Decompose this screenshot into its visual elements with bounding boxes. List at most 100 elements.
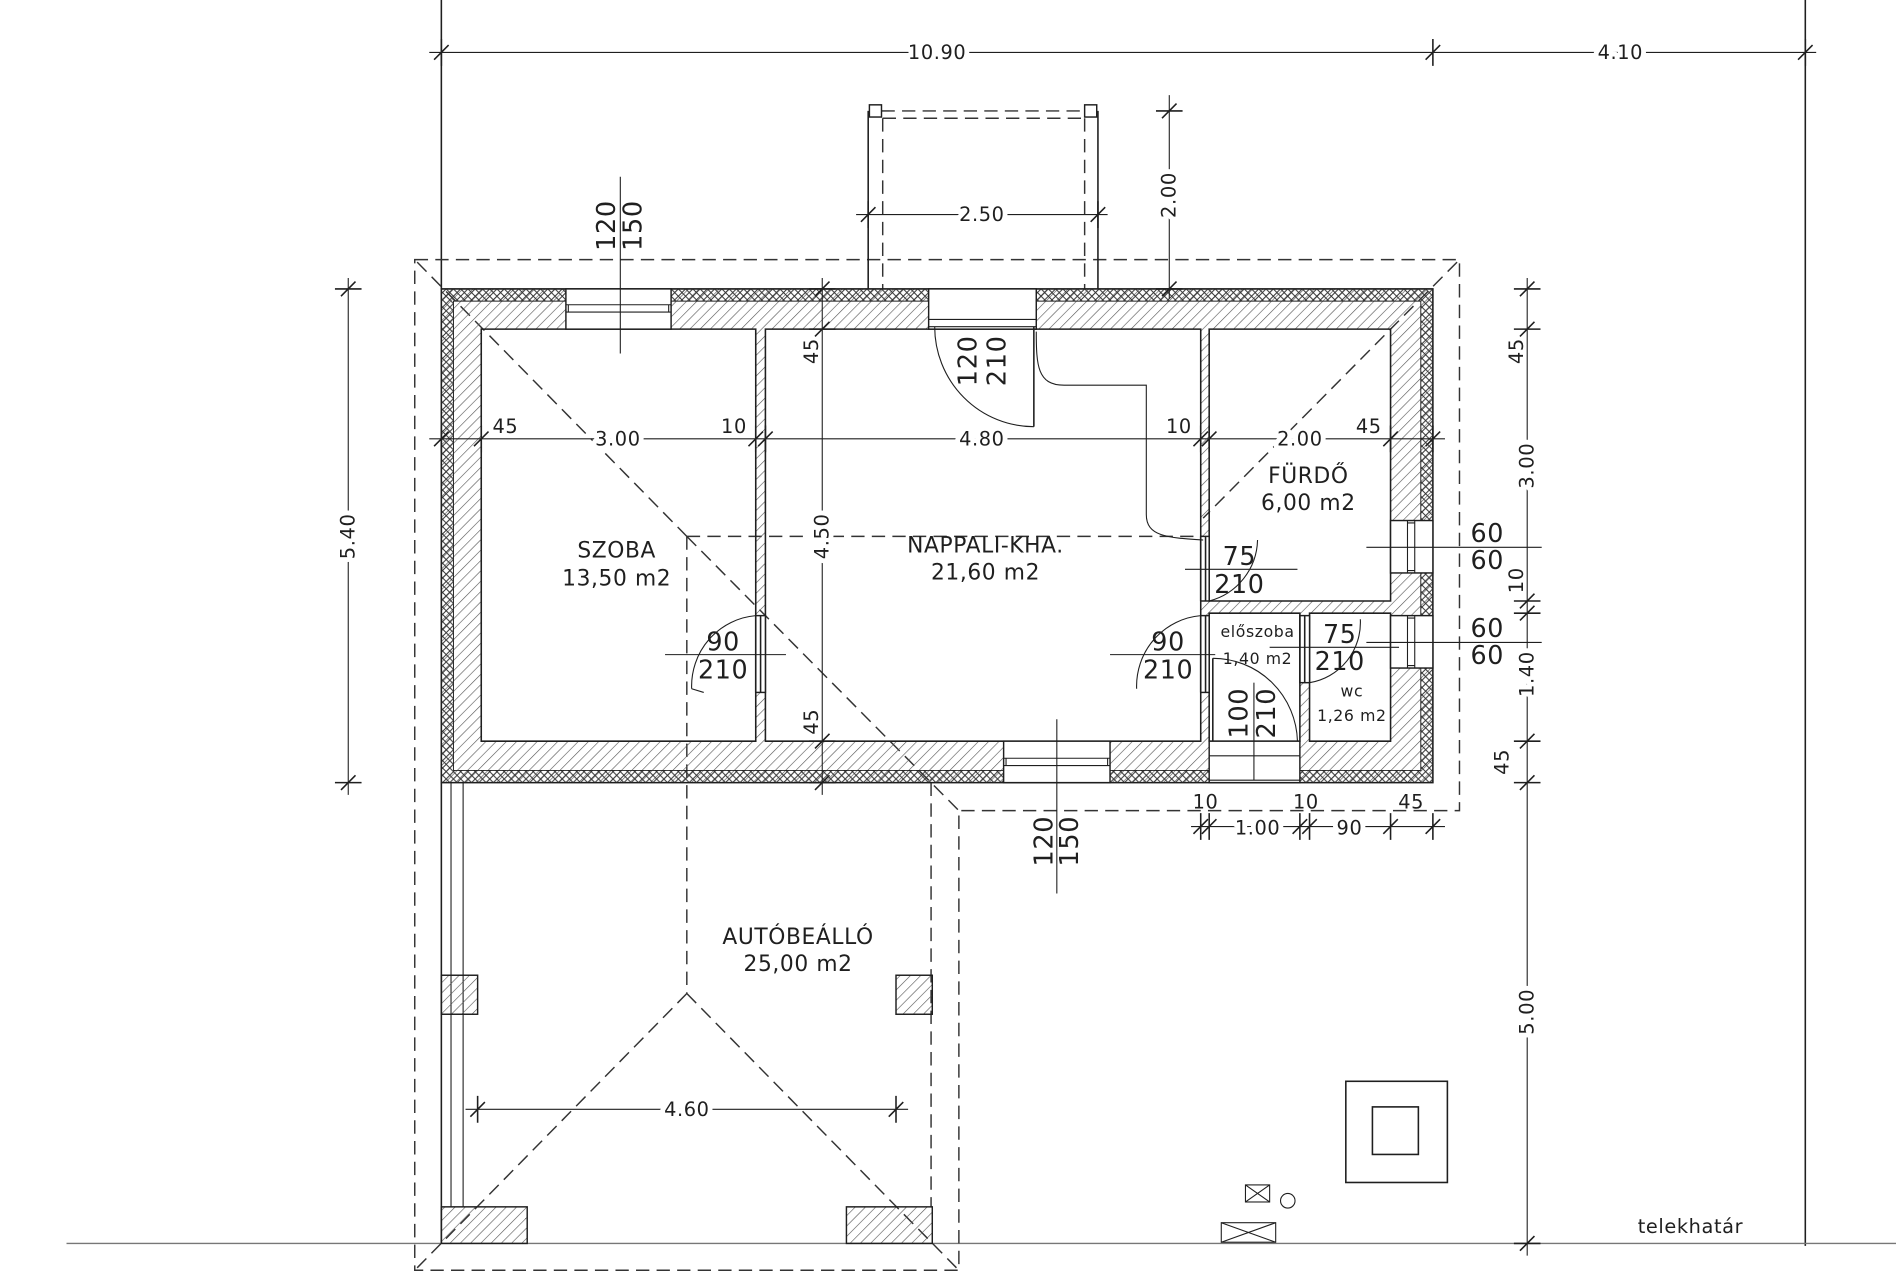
room-name-wc: wc	[1341, 682, 1364, 701]
door-main-width: 120	[954, 336, 984, 387]
dimension-tick	[1513, 593, 1541, 609]
window-wc-width: 60	[1471, 614, 1505, 644]
dim-row-item: 45	[1356, 415, 1382, 438]
dimension-tick	[433, 39, 450, 66]
opening-labels: 120 150 120 210 120 150 90 210 90 210 75…	[592, 200, 1505, 867]
dimension-tick	[808, 321, 836, 338]
dimension-tick	[1090, 201, 1106, 228]
door-wc	[1299, 614, 1361, 684]
door-main	[927, 288, 1037, 428]
dim-row-item: 2.00	[1277, 427, 1322, 450]
porch-post	[1083, 104, 1098, 118]
room-area-nappali: 21,60 m2	[931, 560, 1040, 585]
door-wc-height: 210	[1315, 647, 1365, 677]
door-eloszoba-height: 210	[1143, 655, 1193, 685]
dimension-tick	[473, 425, 490, 453]
room-name-eloszoba: előszoba	[1221, 622, 1295, 641]
door-eloszoba	[1136, 614, 1210, 694]
dimension-tick	[757, 425, 774, 453]
dim-nappali-vertical: 4.50	[811, 513, 834, 559]
dimension-tick	[1425, 813, 1441, 840]
door-entrance-width: 100	[1224, 688, 1254, 739]
door-furdo-width: 75	[1223, 542, 1257, 572]
dimension-lines	[334, 39, 1817, 1256]
insulation-band	[440, 288, 1434, 784]
room-name-furdo: FÜRDŐ	[1268, 463, 1348, 489]
door-wc-width: 75	[1323, 620, 1357, 650]
dim-top-house: 10.90	[908, 41, 966, 64]
carport-pillar	[440, 974, 479, 1015]
dim-right-vertical: 45	[1505, 338, 1528, 364]
dim-bottom-upper: 45	[1398, 791, 1424, 814]
porch	[867, 104, 1099, 289]
dim-right-vertical: 3.00	[1516, 443, 1539, 489]
dim-left-total: 5.40	[337, 513, 360, 559]
window-furdo	[1389, 519, 1434, 574]
dimension-tick	[1292, 813, 1308, 840]
dim-porch-width: 2.50	[959, 203, 1004, 226]
room-area-furdo: 6,00 m2	[1261, 491, 1356, 516]
fireplace-inner	[1371, 1106, 1420, 1156]
dimension-tick	[860, 201, 877, 228]
room-name-autobeallo: AUTÓBEÁLLÓ	[722, 924, 873, 950]
doors	[691, 288, 1361, 784]
dimension-tick	[1513, 733, 1541, 750]
room-area-szoba: 13,50 m2	[562, 566, 671, 591]
window-wc	[1389, 614, 1434, 669]
dimension-tick	[808, 733, 836, 750]
plot-boundary-label: telekhatár	[1638, 1215, 1743, 1238]
dimension-tick	[1192, 813, 1209, 840]
dimension-tick	[1425, 425, 1441, 453]
room-name-szoba: SZOBA	[577, 538, 656, 563]
dimension-tick	[888, 1095, 904, 1123]
dimension-tick	[1301, 813, 1318, 840]
porch-post	[868, 104, 883, 118]
dimension-tick	[747, 425, 764, 453]
dimension-tick	[334, 281, 362, 297]
dim-row-item: 10	[1166, 415, 1192, 438]
door-entrance	[1208, 657, 1301, 784]
door-eloszoba-width: 90	[1151, 627, 1185, 657]
dimension-tick	[1513, 605, 1541, 622]
window-szoba	[565, 288, 672, 330]
dim-bottom-lower: 90	[1337, 816, 1363, 839]
dimension-tick	[1201, 813, 1217, 840]
carport-pillar	[440, 1206, 528, 1245]
dimension-tick	[1192, 425, 1209, 453]
roof-edge	[414, 258, 1461, 1271]
carport-pillar	[845, 1206, 934, 1245]
dim-nappali-vertical: 45	[800, 338, 823, 364]
dimension-tick	[1513, 774, 1541, 791]
dimension-labels: 10.90 4.10 2.50 2.00 5.40 45 3.00 10 4.8…	[332, 36, 1647, 1126]
window-szoba-width: 120	[592, 200, 622, 251]
dimension-tick	[1425, 39, 1441, 66]
dim-right-vertical: 45	[1490, 749, 1513, 775]
dimension-tick	[1201, 425, 1217, 453]
door-entrance-height: 210	[1252, 688, 1282, 739]
window-nappali-height: 150	[1055, 816, 1085, 867]
room-labels: SZOBA 13,50 m2 NAPPALI-KHA. 21,60 m2 FÜR…	[562, 463, 1386, 977]
room-name-nappali: NAPPALI-KHA.	[907, 534, 1064, 559]
dim-carport-width: 4.60	[664, 1098, 709, 1121]
dim-porch-depth: 2.00	[1158, 172, 1181, 218]
dimension-tick	[808, 774, 836, 791]
manhole-icon	[1279, 1192, 1296, 1209]
fireplace-outer	[1345, 1080, 1449, 1184]
dim-top-side: 4.10	[1598, 41, 1643, 64]
dim-row-item: 45	[493, 415, 519, 438]
window-nappali-width: 120	[1030, 816, 1060, 867]
yard-objects	[1220, 1080, 1449, 1243]
dim-row-item: 3.00	[595, 427, 640, 450]
door-szoba	[691, 614, 767, 694]
service-line	[1035, 331, 1204, 541]
dimension-tick	[808, 281, 836, 297]
meter-box-icon	[1220, 1222, 1277, 1243]
window-wc-height: 60	[1471, 641, 1505, 671]
carport	[440, 782, 934, 1245]
door-furdo-height: 210	[1214, 570, 1264, 600]
door-main-height: 210	[983, 336, 1013, 387]
dimension-tick	[334, 774, 362, 791]
roof-hip-line	[1202, 261, 1458, 519]
room-area-wc: 1,26 m2	[1317, 706, 1386, 725]
